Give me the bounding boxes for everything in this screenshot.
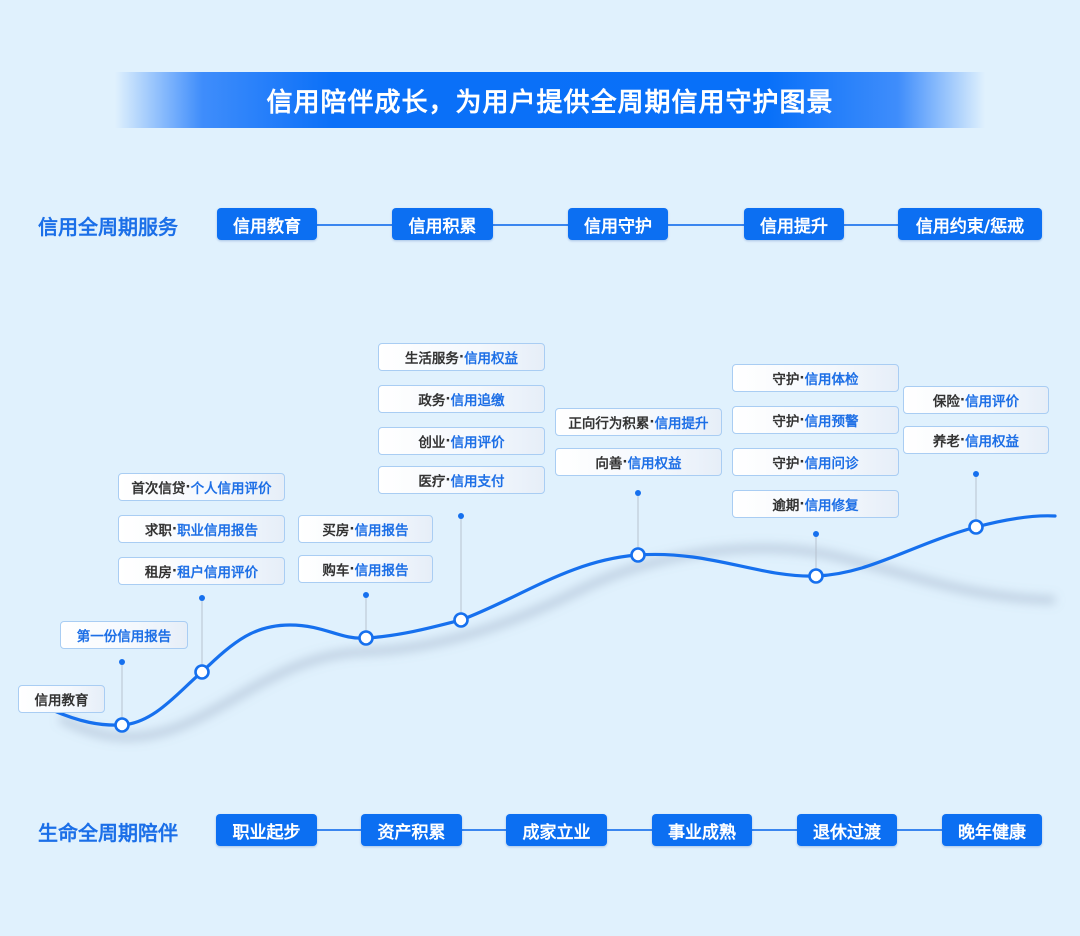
milestone-tag: 向善·信用权益 [555, 448, 722, 476]
credit-row-connector [316, 224, 1042, 226]
tag-separator: · [799, 370, 805, 386]
tag-separator: · [349, 561, 355, 577]
tag-separator: · [458, 349, 465, 365]
tag-prefix: 养老 [932, 434, 960, 450]
tag-separator: · [445, 472, 451, 488]
credit-stage-protection: 信用守护 [568, 208, 668, 240]
tag-highlight: 信用权益 [464, 351, 519, 367]
tag-prefix: 买房 [322, 523, 350, 539]
tag-prefix: 创业 [418, 435, 446, 451]
tag-separator: · [445, 391, 451, 407]
page-title: 信用陪伴成长，为用户提供全周期信用守护图景 [266, 87, 834, 118]
tag-highlight: 个人信用评价 [190, 481, 272, 497]
tag-separator: · [171, 521, 178, 537]
tag-highlight: 信用评价 [965, 394, 1020, 410]
tag-separator: · [171, 563, 178, 579]
tag-separator: · [799, 412, 805, 428]
life-stage-family: 成家立业 [506, 814, 607, 846]
tag-prefix: 守护 [772, 414, 800, 430]
tag-highlight: 信用修复 [804, 498, 859, 514]
tag-prefix: 政务 [418, 393, 446, 409]
tag-prefix: 求职 [144, 523, 172, 539]
milestone-tag: 政务·信用追缴 [378, 385, 545, 413]
tag-separator: · [799, 496, 805, 512]
tag-prefix: 首次信贷 [131, 481, 186, 497]
life-stage-career-mature: 事业成熟 [652, 814, 752, 846]
milestone-tag: 租房·租户信用评价 [118, 557, 285, 585]
tag-highlight: 信用报告 [354, 523, 409, 539]
milestone-tag: 医疗·信用支付 [378, 466, 545, 494]
credit-stage-education: 信用教育 [217, 208, 317, 240]
tag-highlight: 信用追缴 [450, 393, 505, 409]
tag-highlight: 信用权益 [627, 456, 682, 472]
tag-prefix: 租房 [144, 565, 172, 581]
tag-highlight: 信用体检 [804, 372, 859, 388]
tag-highlight: 信用权益 [965, 434, 1020, 450]
tag-prefix: 逾期 [772, 498, 800, 514]
milestone-tag: 正向行为积累·信用提升 [555, 408, 722, 436]
life-stage-retirement: 退休过渡 [797, 814, 897, 846]
milestone-tag: 买房·信用报告 [298, 515, 433, 543]
tag-prefix: 保险 [932, 394, 960, 410]
tag-highlight: 信用预警 [804, 414, 859, 430]
milestone-tag: 逾期·信用修复 [732, 490, 899, 518]
tag-prefix: 守护 [772, 456, 800, 472]
tag-highlight: 信用支付 [450, 474, 505, 490]
milestone-tag: 首次信贷·个人信用评价 [118, 473, 285, 501]
life-stage-career-start: 职业起步 [216, 814, 317, 846]
tag-prefix: 购车 [322, 563, 350, 579]
tag-separator: · [445, 433, 451, 449]
tag-prefix: 向善 [595, 456, 623, 472]
title-banner: 信用陪伴成长，为用户提供全周期信用守护图景 [115, 72, 985, 128]
tag-prefix: 信用教育 [34, 693, 89, 709]
tag-separator: · [185, 479, 191, 495]
tag-highlight: 职业信用报告 [177, 523, 259, 539]
tag-separator: · [649, 414, 655, 430]
milestone-tag: 守护·信用体检 [732, 364, 899, 392]
tag-prefix: 守护 [772, 372, 800, 388]
tag-separator: · [349, 521, 355, 537]
milestone-tag: 守护·信用预警 [732, 406, 899, 434]
tag-highlight: 第一份信用报告 [76, 629, 172, 645]
tag-separator: · [622, 454, 628, 470]
life-stage-asset-accumulation: 资产积累 [361, 814, 462, 846]
milestone-tag: 创业·信用评价 [378, 427, 545, 455]
tag-highlight: 租户信用评价 [177, 565, 259, 581]
milestone-tag: 保险·信用评价 [903, 386, 1049, 414]
tag-prefix: 医疗 [418, 474, 446, 490]
credit-stage-improvement: 信用提升 [744, 208, 844, 240]
tag-separator: · [959, 432, 966, 448]
life-stage-elderly: 晚年健康 [942, 814, 1042, 846]
milestone-tag: 第一份信用报告 [60, 621, 188, 649]
life-row-label: 生命全周期陪伴 [38, 821, 178, 845]
milestone-tag: 生活服务·信用权益 [378, 343, 545, 371]
credit-stage-accumulation: 信用积累 [392, 208, 493, 240]
tag-highlight: 信用提升 [654, 416, 709, 432]
tag-highlight: 信用报告 [354, 563, 409, 579]
credit-row-label: 信用全周期服务 [38, 215, 178, 239]
tag-highlight: 信用评价 [450, 435, 505, 451]
milestone-tag: 购车·信用报告 [298, 555, 433, 583]
tag-prefix: 生活服务 [404, 351, 459, 367]
milestone-tag: 守护·信用问诊 [732, 448, 899, 476]
tag-highlight: 信用问诊 [804, 456, 859, 472]
tag-separator: · [799, 454, 805, 470]
tag-prefix: 正向行为积累 [568, 416, 650, 432]
milestone-tag: 信用教育 [18, 685, 105, 713]
credit-stage-constraint: 信用约束/惩戒 [898, 208, 1042, 240]
milestone-tag: 求职·职业信用报告 [118, 515, 285, 543]
milestone-tag: 养老·信用权益 [903, 426, 1049, 454]
tag-separator: · [959, 392, 966, 408]
